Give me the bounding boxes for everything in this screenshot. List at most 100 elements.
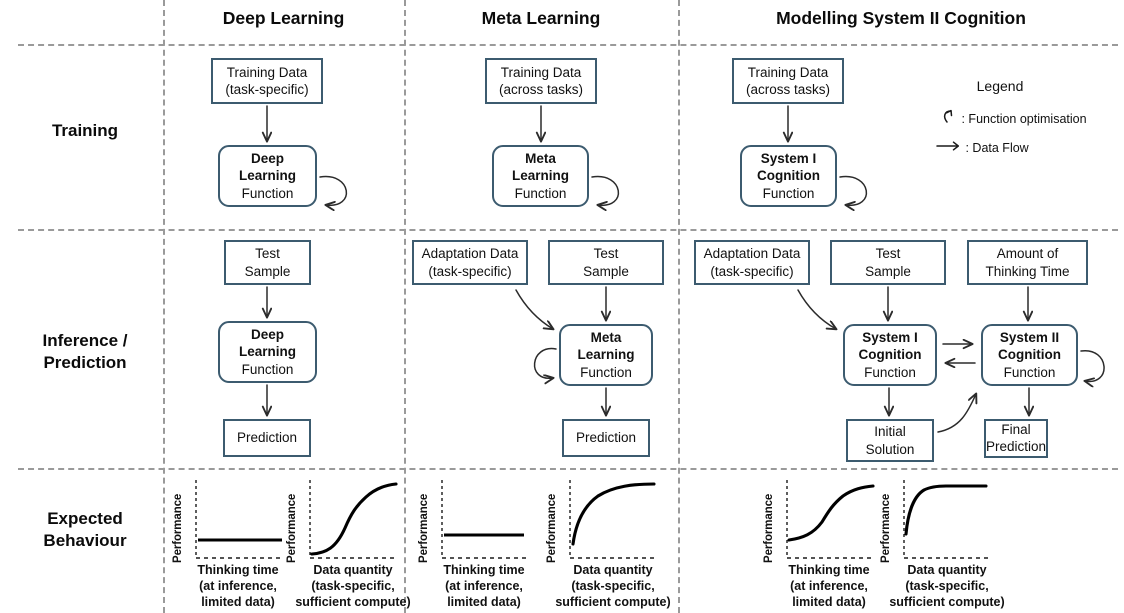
- box-dl-inference-function: Deep Learning Function: [218, 321, 317, 383]
- box-line: Meta: [525, 151, 556, 167]
- box-line: Thinking Time: [985, 263, 1070, 279]
- box-line: Learning: [511, 168, 569, 184]
- legend-item-function-optimisation: : Function optimisation: [940, 108, 1087, 129]
- box-line: Function: [241, 361, 294, 377]
- series-line: [904, 484, 988, 536]
- box-s2-system1-training-function: System I Cognition Function: [740, 145, 837, 207]
- box-line: Prediction: [236, 430, 298, 446]
- box-dl-training-data: Training Data (task-specific): [211, 58, 323, 104]
- column-header-system-ii: Modelling System II Cognition: [776, 8, 1026, 28]
- box-line: Solution: [865, 441, 915, 457]
- chart-plot: [195, 480, 282, 559]
- chart-ylabel: Performance: [286, 493, 298, 563]
- box-line: Test: [875, 246, 901, 262]
- chart-xlabel: Thinking time (at inference, limited dat…: [197, 563, 279, 609]
- column-divider-3: [678, 0, 680, 613]
- row-divider-header: [18, 44, 1118, 46]
- series-line: [571, 482, 656, 546]
- chart-xlabel: Thinking time (at inference, limited dat…: [788, 563, 870, 609]
- box-line: Function: [1003, 364, 1056, 380]
- chart-ylabel: Performance: [763, 493, 775, 563]
- box-ml-training-data: Training Data (across tasks): [485, 58, 597, 104]
- box-dl-test-sample: Test Sample: [224, 240, 311, 285]
- chart-xlabel: Data quantity (task-specific, sufficient…: [555, 563, 671, 609]
- box-line: (task-specific): [225, 82, 309, 97]
- arrow-ml-adaptdata-to-function: [515, 289, 553, 329]
- chart-plot: [569, 480, 656, 559]
- chart-ylabel: Performance: [172, 493, 184, 563]
- box-line: System I: [760, 151, 817, 167]
- box-line: Test: [593, 246, 619, 262]
- box-line: Sample: [244, 263, 291, 279]
- loop-ml-training-function: [591, 175, 619, 206]
- box-line: Function: [580, 364, 632, 380]
- box-line: (task-specific): [710, 263, 794, 279]
- box-line: (across tasks): [745, 82, 830, 97]
- box-line: Training Data: [747, 64, 829, 80]
- legend-item-label: : Data Flow: [965, 141, 1029, 155]
- box-line: (across tasks): [498, 82, 583, 97]
- box-ml-adaptation-data: Adaptation Data (task-specific): [412, 240, 528, 285]
- column-divider-2: [404, 0, 406, 613]
- chart-ylabel: Performance: [880, 493, 892, 563]
- loop-s2-system2-function: [1080, 350, 1105, 382]
- box-line: Function: [762, 185, 815, 201]
- box-line: Adaptation Data: [703, 246, 801, 262]
- series-line: [787, 484, 875, 542]
- box-line: System II: [999, 330, 1060, 346]
- box-dl-prediction: Prediction: [223, 419, 311, 457]
- box-line: Amount of: [996, 246, 1059, 262]
- box-line: Test: [255, 246, 280, 262]
- legend-loop-arrow-icon: [940, 108, 958, 129]
- box-line: Training Data: [226, 64, 308, 80]
- box-line: Learning: [238, 168, 296, 184]
- column-divider-1: [163, 0, 165, 613]
- chart-ylabel: Performance: [418, 493, 430, 563]
- row-label-training: Training: [51, 121, 119, 140]
- box-s2-thinking-time: Amount of Thinking Time: [967, 240, 1088, 285]
- box-line: Prediction: [986, 439, 1047, 455]
- box-s2-system2-function: System II Cognition Function: [981, 324, 1078, 386]
- box-line: Prediction: [575, 430, 637, 446]
- box-line: Final: [1001, 422, 1031, 437]
- box-dl-training-function: Deep Learning Function: [218, 145, 317, 207]
- chart-ylabel: Performance: [546, 493, 558, 563]
- loop-s2-training-function: [839, 175, 867, 206]
- chart-xlabel: Thinking time (at inference, limited dat…: [443, 563, 525, 609]
- legend-item-label: : Function optimisation: [961, 112, 1087, 126]
- legend-straight-arrow-icon: [936, 140, 962, 154]
- box-ml-prediction: Prediction: [562, 419, 650, 457]
- box-s2-system1-function: System I Cognition Function: [843, 324, 937, 386]
- box-line: Deep: [250, 151, 284, 167]
- chart-plot: [903, 480, 990, 559]
- arrow-s2-initial-to-system2: [937, 394, 976, 433]
- box-line: Deep: [250, 327, 284, 343]
- box-line: Adaptation Data: [421, 246, 519, 262]
- box-line: Training Data: [500, 64, 582, 80]
- series-line: [310, 482, 398, 556]
- box-ml-inference-function: Meta Learning Function: [559, 324, 653, 386]
- box-line: Meta: [590, 330, 622, 346]
- chart-xlabel: Data quantity (task-specific, sufficient…: [889, 563, 1005, 609]
- row-label-expected: Expected Behaviour: [43, 509, 127, 551]
- chart-plot: [786, 480, 875, 559]
- column-header-deep-learning: Deep Learning: [222, 8, 345, 28]
- box-ml-test-sample: Test Sample: [548, 240, 664, 285]
- box-line: Cognition: [998, 347, 1061, 363]
- box-line: Initial: [874, 424, 906, 440]
- box-s2-initial-solution: Initial Solution: [846, 419, 934, 462]
- curved-loop-arrow-icon: [943, 109, 953, 123]
- box-line: System I: [862, 330, 918, 346]
- box-ml-training-function: Meta Learning Function: [492, 145, 589, 207]
- chart-plot: [441, 480, 528, 559]
- straight-arrow-icon: [936, 141, 960, 151]
- box-line: Learning: [238, 344, 296, 360]
- column-header-meta-learning: Meta Learning: [481, 8, 601, 28]
- box-line: Learning: [577, 347, 635, 363]
- box-s2-final-prediction: Final Prediction: [984, 419, 1049, 458]
- row-divider-training: [18, 229, 1118, 231]
- row-divider-inference: [18, 468, 1118, 470]
- box-s2-adaptation-data: Adaptation Data (task-specific): [694, 240, 810, 285]
- box-s2-test-sample: Test Sample: [830, 240, 946, 285]
